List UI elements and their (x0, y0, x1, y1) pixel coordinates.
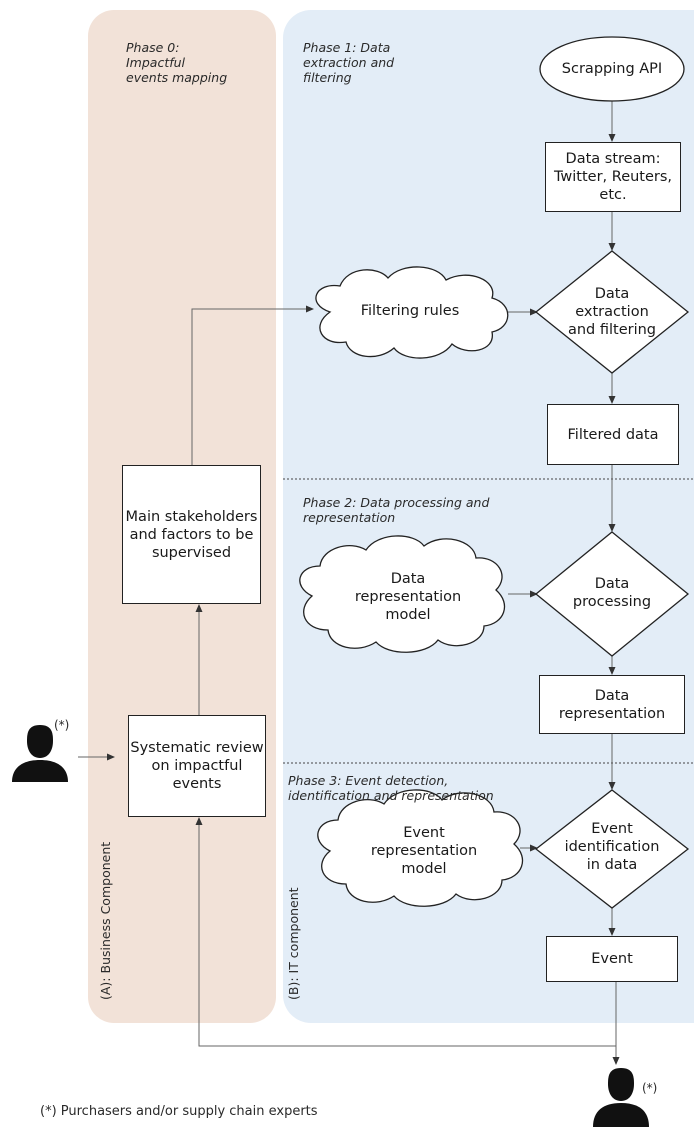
phase-2-label: Phase 2: Data processing and representat… (303, 495, 489, 525)
data-processing-diamond (534, 531, 690, 657)
phase-3-line-1: Phase 3: Event detection, (288, 773, 449, 788)
phase-0-line-1: Phase 0: (126, 40, 180, 55)
phase-1-line-1: Phase 1: Data (303, 40, 391, 55)
systematic-review-node: Systematic review on impactful events (128, 715, 266, 817)
filtered-data-node: Filtered data (547, 404, 679, 465)
phase-0-line-2: Impactful (126, 55, 186, 70)
expert-marker-bottom: (*) (642, 1081, 658, 1095)
expert-person-icon-left (12, 725, 68, 782)
data-extraction-node: Data extraction and filtering (567, 286, 657, 338)
data-extraction-diamond (534, 250, 690, 374)
phase-3-label: Phase 3: Event detection, identification… (288, 773, 494, 803)
arrow-stakeholders-to-rules (191, 305, 314, 465)
scrapping-api-ellipse (539, 36, 685, 102)
data-representation-node: Data representation (539, 675, 685, 734)
data-stream-node: Data stream: Twitter, Reuters, etc. (545, 142, 681, 212)
expert-person-icon-bottom (593, 1068, 649, 1127)
event-identification-diamond (534, 789, 690, 909)
scrapping-api-node: Scrapping API (561, 61, 663, 77)
phase-2-line-2: representation (303, 510, 396, 525)
business-component-label: (A): Business Component (98, 841, 113, 1000)
footnote: (*) Purchasers and/or supply chain exper… (40, 1104, 318, 1119)
phase-3-line-2: identification and representation (288, 788, 494, 803)
data-representation-model-node: Data representation model (354, 571, 462, 623)
filtering-rules-cloud (315, 266, 509, 359)
phase-1-line-3: filtering (303, 70, 352, 85)
phase-1-label: Phase 1: Data extraction and filtering (303, 40, 394, 85)
phase-2-line-1: Phase 2: Data processing and (303, 495, 490, 510)
it-component-label: (B): IT component (286, 887, 301, 1000)
phase-1-line-2: extraction and (303, 55, 395, 70)
event-representation-model-cloud (317, 789, 524, 907)
data-representation-model-cloud (299, 535, 506, 653)
filtering-rules-node: Filtering rules (360, 303, 460, 319)
event-representation-model-node: Event representation model (370, 825, 478, 877)
phase-0-line-3: events mapping (126, 70, 228, 85)
arrow-event-feedback-to-review (195, 817, 616, 1047)
event-node: Event (546, 936, 678, 982)
stakeholders-node: Main stakeholders and factors to be supe… (122, 465, 261, 604)
event-identification-node: Event identification in data (564, 821, 660, 873)
data-processing-node: Data processing (572, 576, 652, 610)
phase-0-label: Phase 0: Impactful events mapping (126, 40, 227, 85)
expert-marker-left: (*) (54, 718, 70, 732)
